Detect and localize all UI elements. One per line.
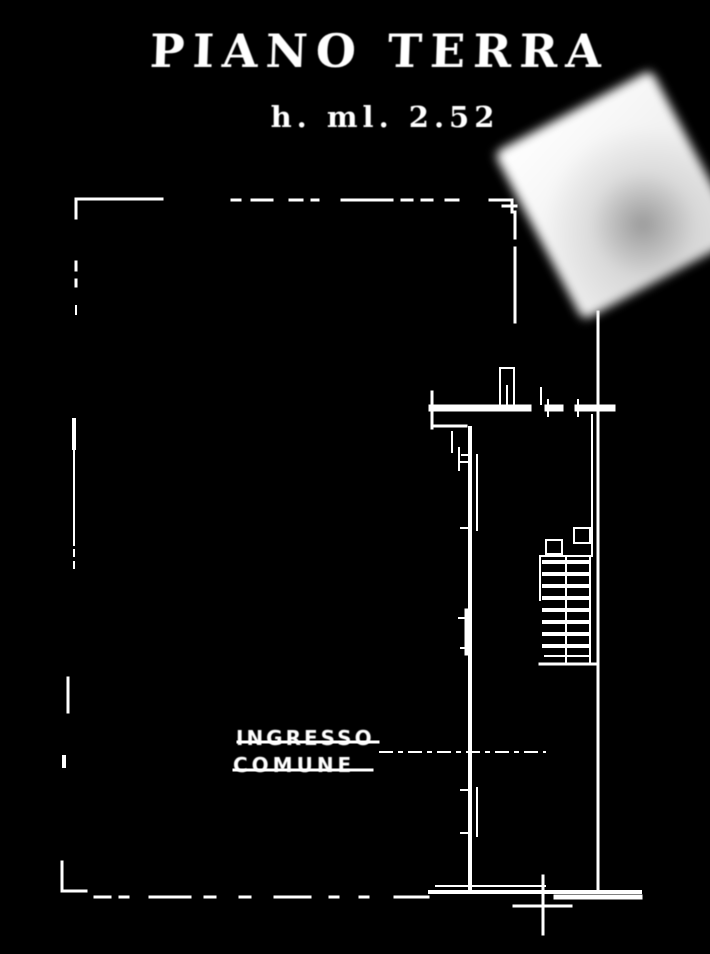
staircase [538,527,600,666]
wall-bottom [60,885,643,900]
plan-height-note: h. ml. 2.52 [270,100,500,134]
entrance-leader-line [232,740,546,772]
wall-top [74,197,514,220]
plan-title: PIANO TERRA [149,24,611,78]
entrance-label-line1: INGRESSO [236,726,375,750]
wall-right [591,310,600,892]
wall-upper-right [501,198,518,324]
entrance-label-line2: COMUNE [233,753,356,777]
wall-interior-vertical [458,426,478,890]
pillar [499,367,515,405]
survey-cross [512,874,573,936]
wall-interior-horizontal [428,387,616,471]
wall-left [60,260,78,893]
